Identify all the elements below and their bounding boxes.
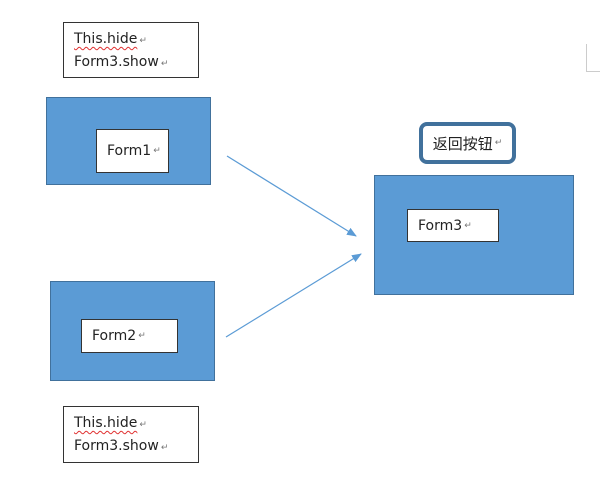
form3-label: Form3 bbox=[418, 217, 463, 234]
paragraph-mark-icon: ↵ bbox=[138, 331, 146, 341]
code-line-show: Form3.show↵ bbox=[74, 54, 169, 70]
paragraph-mark-icon: ↵ bbox=[160, 443, 169, 453]
page-corner-marker bbox=[586, 44, 600, 72]
code-line-show: Form3.show↵ bbox=[74, 438, 169, 454]
paragraph-mark-icon: ↵ bbox=[139, 420, 147, 430]
form3-label-box: Form3↵ bbox=[407, 209, 499, 242]
form1-label: Form1 bbox=[107, 143, 152, 159]
paragraph-mark-icon: ↵ bbox=[139, 36, 147, 46]
arrow-form2-to-form3 bbox=[225, 253, 362, 338]
bottom-code-note: This.hide↵ Form3.show↵ bbox=[63, 406, 199, 463]
paragraph-mark-icon: ↵ bbox=[494, 138, 503, 148]
paragraph-mark-icon: ↵ bbox=[160, 59, 169, 69]
paragraph-mark-icon: ↵ bbox=[153, 146, 161, 156]
paragraph-mark-icon: ↵ bbox=[464, 220, 472, 231]
form2-label: Form2 bbox=[92, 328, 137, 344]
form2-label-box: Form2↵ bbox=[81, 319, 178, 353]
code-line-hide: This.hide↵ bbox=[74, 415, 147, 431]
form1-label-box: Form1↵ bbox=[96, 129, 169, 173]
top-code-note: This.hide↵ Form3.show↵ bbox=[63, 22, 199, 78]
code-line-hide: This.hide↵ bbox=[74, 31, 147, 47]
arrow-form1-to-form3 bbox=[226, 155, 357, 237]
back-button-label: 返回按钮 bbox=[432, 134, 493, 153]
back-button[interactable]: 返回按钮↵ bbox=[419, 122, 516, 164]
